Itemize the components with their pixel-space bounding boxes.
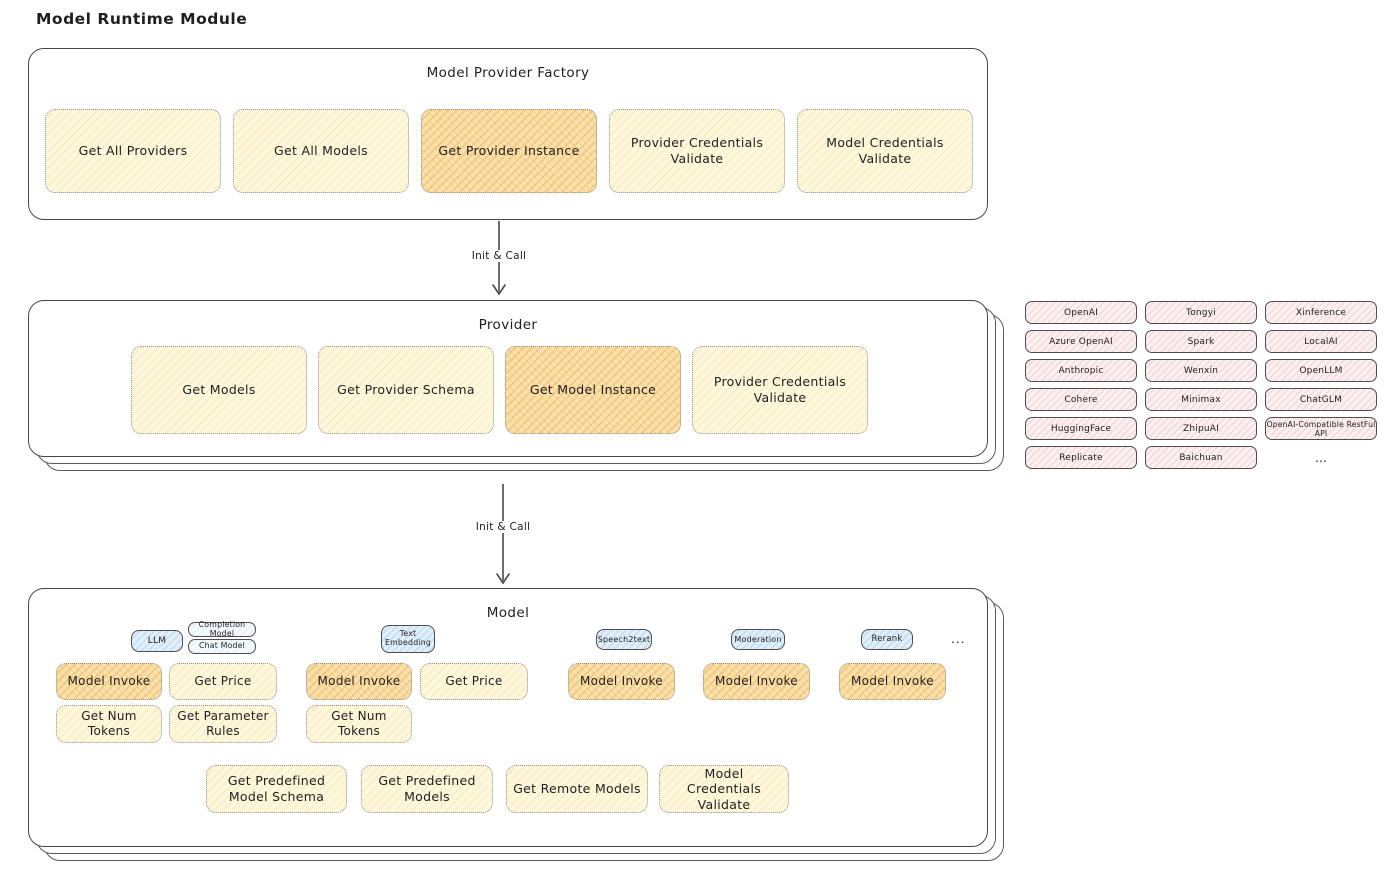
provider-tongyi: Tongyi (1145, 301, 1257, 324)
provider-box: Provider Get Models Get Provider Schema … (28, 300, 988, 457)
node-get-provider-schema: Get Provider Schema (318, 346, 494, 434)
provider-localai: LocalAI (1265, 330, 1377, 353)
node-get-all-models: Get All Models (233, 109, 409, 193)
model-title: Model (486, 605, 530, 621)
provider-wenxin: Wenxin (1145, 359, 1257, 382)
model-provider-factory-title: Model Provider Factory (426, 65, 590, 81)
provider-baichuan: Baichuan (1145, 446, 1257, 469)
tag-chat-model: Chat Model (188, 639, 256, 654)
model-box: Model LLM Completion Model Chat Model Te… (28, 588, 988, 847)
node-get-predefined-model-schema: Get Predefined Model Schema (206, 765, 347, 813)
tag-llm: LLM (131, 630, 183, 652)
provider-azure-openai: Azure OpenAI (1025, 330, 1137, 353)
tag-text-embedding: Text Embedding (381, 625, 435, 653)
provider-cohere: Cohere (1025, 388, 1137, 411)
node-llm-model-invoke: Model Invoke (56, 663, 162, 700)
node-embedding-get-num-tokens: Get Num Tokens (306, 705, 412, 743)
node-get-predefined-models: Get Predefined Models (361, 765, 493, 813)
tag-speech2text: Speech2text (596, 629, 652, 650)
provider-huggingface: HuggingFace (1025, 417, 1137, 440)
tag-ellipsis: ... (951, 632, 966, 646)
node-get-all-providers: Get All Providers (45, 109, 221, 193)
node-moderation-model-invoke: Model Invoke (703, 663, 810, 700)
provider-openllm: OpenLLM (1265, 359, 1377, 382)
tag-moderation: Moderation (731, 629, 785, 650)
node-model-credentials-validate: Model Credentials Validate (797, 109, 973, 193)
node-embedding-get-price: Get Price (420, 663, 528, 700)
provider-spark: Spark (1145, 330, 1257, 353)
provider-replicate: Replicate (1025, 446, 1137, 469)
tag-completion-model: Completion Model (188, 620, 256, 637)
provider-chatglm: ChatGLM (1265, 388, 1377, 411)
node-rerank-model-invoke: Model Invoke (839, 663, 946, 700)
arrow-label-init-call-1: Init & Call (468, 250, 530, 262)
node-llm-get-parameter-rules: Get Parameter Rules (169, 705, 277, 743)
provider-minimax: Minimax (1145, 388, 1257, 411)
provider-list-ellipsis: ... (1314, 450, 1328, 465)
arrow-label-init-call-2: Init & Call (472, 521, 534, 533)
node-get-models: Get Models (131, 346, 307, 434)
node-get-model-instance: Get Model Instance (505, 346, 681, 434)
node-speech2text-model-invoke: Model Invoke (568, 663, 675, 700)
tag-rerank: Rerank (861, 629, 913, 650)
model-provider-factory-box: Model Provider Factory Get All Providers… (28, 48, 988, 220)
provider-title: Provider (478, 317, 538, 333)
provider-list: OpenAI Tongyi Xinference Azure OpenAI Sp… (1025, 301, 1377, 469)
provider-openai-compatible: OpenAI-Compatible RestFul API (1265, 417, 1377, 440)
node-provider-credentials-validate: Provider Credentials Validate (609, 109, 785, 193)
node-model-credentials-validate-2: Model Credentials Validate (659, 765, 789, 813)
node-get-remote-models: Get Remote Models (506, 765, 648, 813)
node-llm-get-price: Get Price (169, 663, 277, 700)
node-get-provider-instance: Get Provider Instance (421, 109, 597, 193)
provider-anthropic: Anthropic (1025, 359, 1137, 382)
node-embedding-model-invoke: Model Invoke (306, 663, 412, 700)
provider-openai: OpenAI (1025, 301, 1137, 324)
arrow-provider-to-model (496, 484, 510, 585)
page-title: Model Runtime Module (36, 10, 248, 28)
provider-zhipuai: ZhipuAI (1145, 417, 1257, 440)
node-provider-credentials-validate-2: Provider Credentials Validate (692, 346, 868, 434)
node-llm-get-num-tokens: Get Num Tokens (56, 705, 162, 743)
provider-xinference: Xinference (1265, 301, 1377, 324)
